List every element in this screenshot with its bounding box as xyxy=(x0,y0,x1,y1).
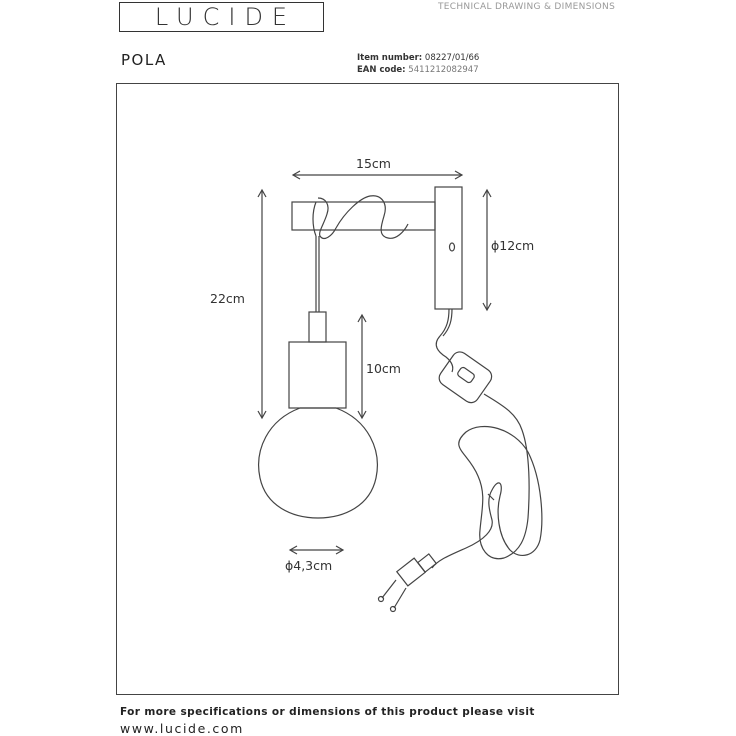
plug-pin-2 xyxy=(393,587,407,609)
wall-mount xyxy=(434,186,463,310)
label-height: 22cm xyxy=(210,291,245,306)
document-type: TECHNICAL DRAWING & DIMENSIONS xyxy=(438,2,616,12)
cord-upper xyxy=(435,308,454,373)
label-width: 15cm xyxy=(356,156,391,171)
arrow-left xyxy=(291,170,301,180)
cable-wrap-1 xyxy=(317,197,337,240)
brand-logo: LUCIDE xyxy=(119,2,324,32)
socket-neck xyxy=(308,311,327,343)
label-mount-diameter: ϕ12cm xyxy=(491,238,534,253)
socket xyxy=(288,341,347,409)
item-number-label: Item number: xyxy=(357,53,423,63)
cable-wrap-2 xyxy=(335,195,409,239)
drawing-frame xyxy=(116,83,619,695)
ean-row: EAN code: 5411212082947 xyxy=(357,65,479,75)
arrow-right xyxy=(454,170,464,180)
label-socket-diameter: ϕ4,3cm xyxy=(285,558,332,573)
plug-body xyxy=(395,557,427,587)
mount-switch xyxy=(448,242,456,252)
cord-coil xyxy=(458,393,530,560)
label-socket: 10cm xyxy=(366,361,401,376)
footer-note: For more specifications or dimensions of… xyxy=(120,706,535,718)
website-link[interactable]: www.lucide.com xyxy=(120,721,244,736)
ean-label: EAN code: xyxy=(357,65,406,75)
bulb xyxy=(258,407,378,519)
item-number-value: 08227/01/66 xyxy=(424,53,480,63)
ean-value: 5411212082947 xyxy=(408,65,479,75)
item-number-row: Item number: 08227/01/66 xyxy=(357,53,479,63)
inline-switch xyxy=(438,351,493,404)
plug-pin-1 xyxy=(381,579,397,599)
product-name: POLA xyxy=(121,51,167,69)
